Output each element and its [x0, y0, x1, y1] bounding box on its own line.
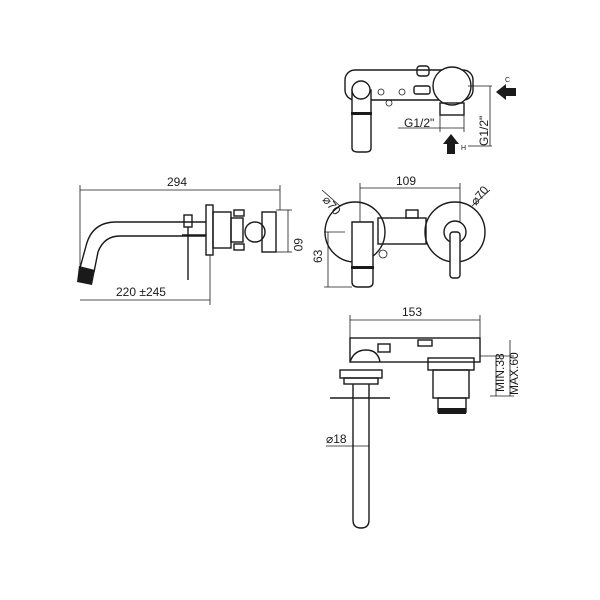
- section-body: [349, 337, 481, 363]
- dim-spout-projection: 220 ±245: [116, 285, 166, 299]
- front-view: 109 ⌀70 ⌀70 63: [311, 174, 492, 288]
- hot-marker: H: [461, 145, 466, 152]
- section-spout: [352, 384, 370, 529]
- valve-lug-2: [233, 243, 245, 251]
- spout-upper: [79, 221, 206, 269]
- dim-top-connection: G1/2": [404, 116, 434, 130]
- top-screw: [377, 88, 385, 96]
- dim-body-width: 153: [402, 305, 422, 319]
- valve-body: [212, 211, 232, 249]
- top-lever: [351, 89, 372, 153]
- front-spout: [351, 221, 374, 288]
- valve-cap: [261, 211, 277, 253]
- leader-right: [471, 189, 491, 207]
- dim-centers: 109: [396, 174, 416, 188]
- spout-lower: [93, 235, 206, 273]
- section-left-flange-2: [343, 377, 379, 385]
- dim-side-connection: G1/2": [477, 116, 491, 146]
- hot-arrow-icon: [443, 134, 459, 154]
- top-cartridge: [432, 66, 472, 106]
- top-lever-band: [351, 112, 372, 115]
- top-view: G1/2" G1/2" C H: [344, 65, 516, 154]
- dim-spout-height: 63: [311, 249, 325, 263]
- front-handle: [449, 231, 461, 279]
- top-screw-3: [398, 88, 406, 96]
- front-spout-band: [351, 266, 374, 269]
- section-left-dome: [349, 349, 381, 363]
- valve-body-2: [230, 217, 244, 243]
- dim-depth-max: MAX.60: [507, 352, 521, 395]
- top-lug-2: [413, 85, 431, 95]
- dim-rosette-right: ⌀70: [468, 183, 492, 208]
- section-lug-2: [417, 339, 433, 347]
- section-right-body: [432, 369, 470, 399]
- dim-spout-diameter: ⌀18: [326, 432, 347, 446]
- top-lever-hub: [351, 80, 371, 100]
- wall-plate: [205, 204, 214, 256]
- top-screw-2: [385, 99, 393, 107]
- lever-top: [183, 214, 193, 228]
- dim-height-side: 60: [291, 238, 305, 252]
- section-right-cap: [427, 357, 475, 371]
- section-lug: [377, 343, 391, 353]
- top-inlet: [439, 102, 465, 116]
- spout-outlet: [77, 266, 95, 285]
- section-view: 153 MIN.38 MAX.60 ⌀18: [326, 305, 521, 529]
- top-lug: [416, 65, 430, 77]
- valve-cylinder: [244, 221, 266, 243]
- cold-arrow-icon: [496, 84, 516, 100]
- top-body: [344, 69, 474, 101]
- section-right-band: [438, 408, 466, 414]
- leader-left: [321, 189, 341, 207]
- side-view: 294 60 220 ±245: [77, 175, 305, 305]
- dim-rosette-left: ⌀70: [320, 193, 344, 218]
- dim-depth-min: MIN.38: [493, 353, 507, 392]
- front-lug: [405, 209, 419, 219]
- dim-total-length: 294: [167, 175, 187, 189]
- front-plate: [377, 217, 427, 245]
- section-left-flange: [339, 369, 383, 379]
- valve-lug: [233, 209, 245, 217]
- cold-marker: C: [505, 77, 510, 84]
- front-screw: [378, 249, 388, 259]
